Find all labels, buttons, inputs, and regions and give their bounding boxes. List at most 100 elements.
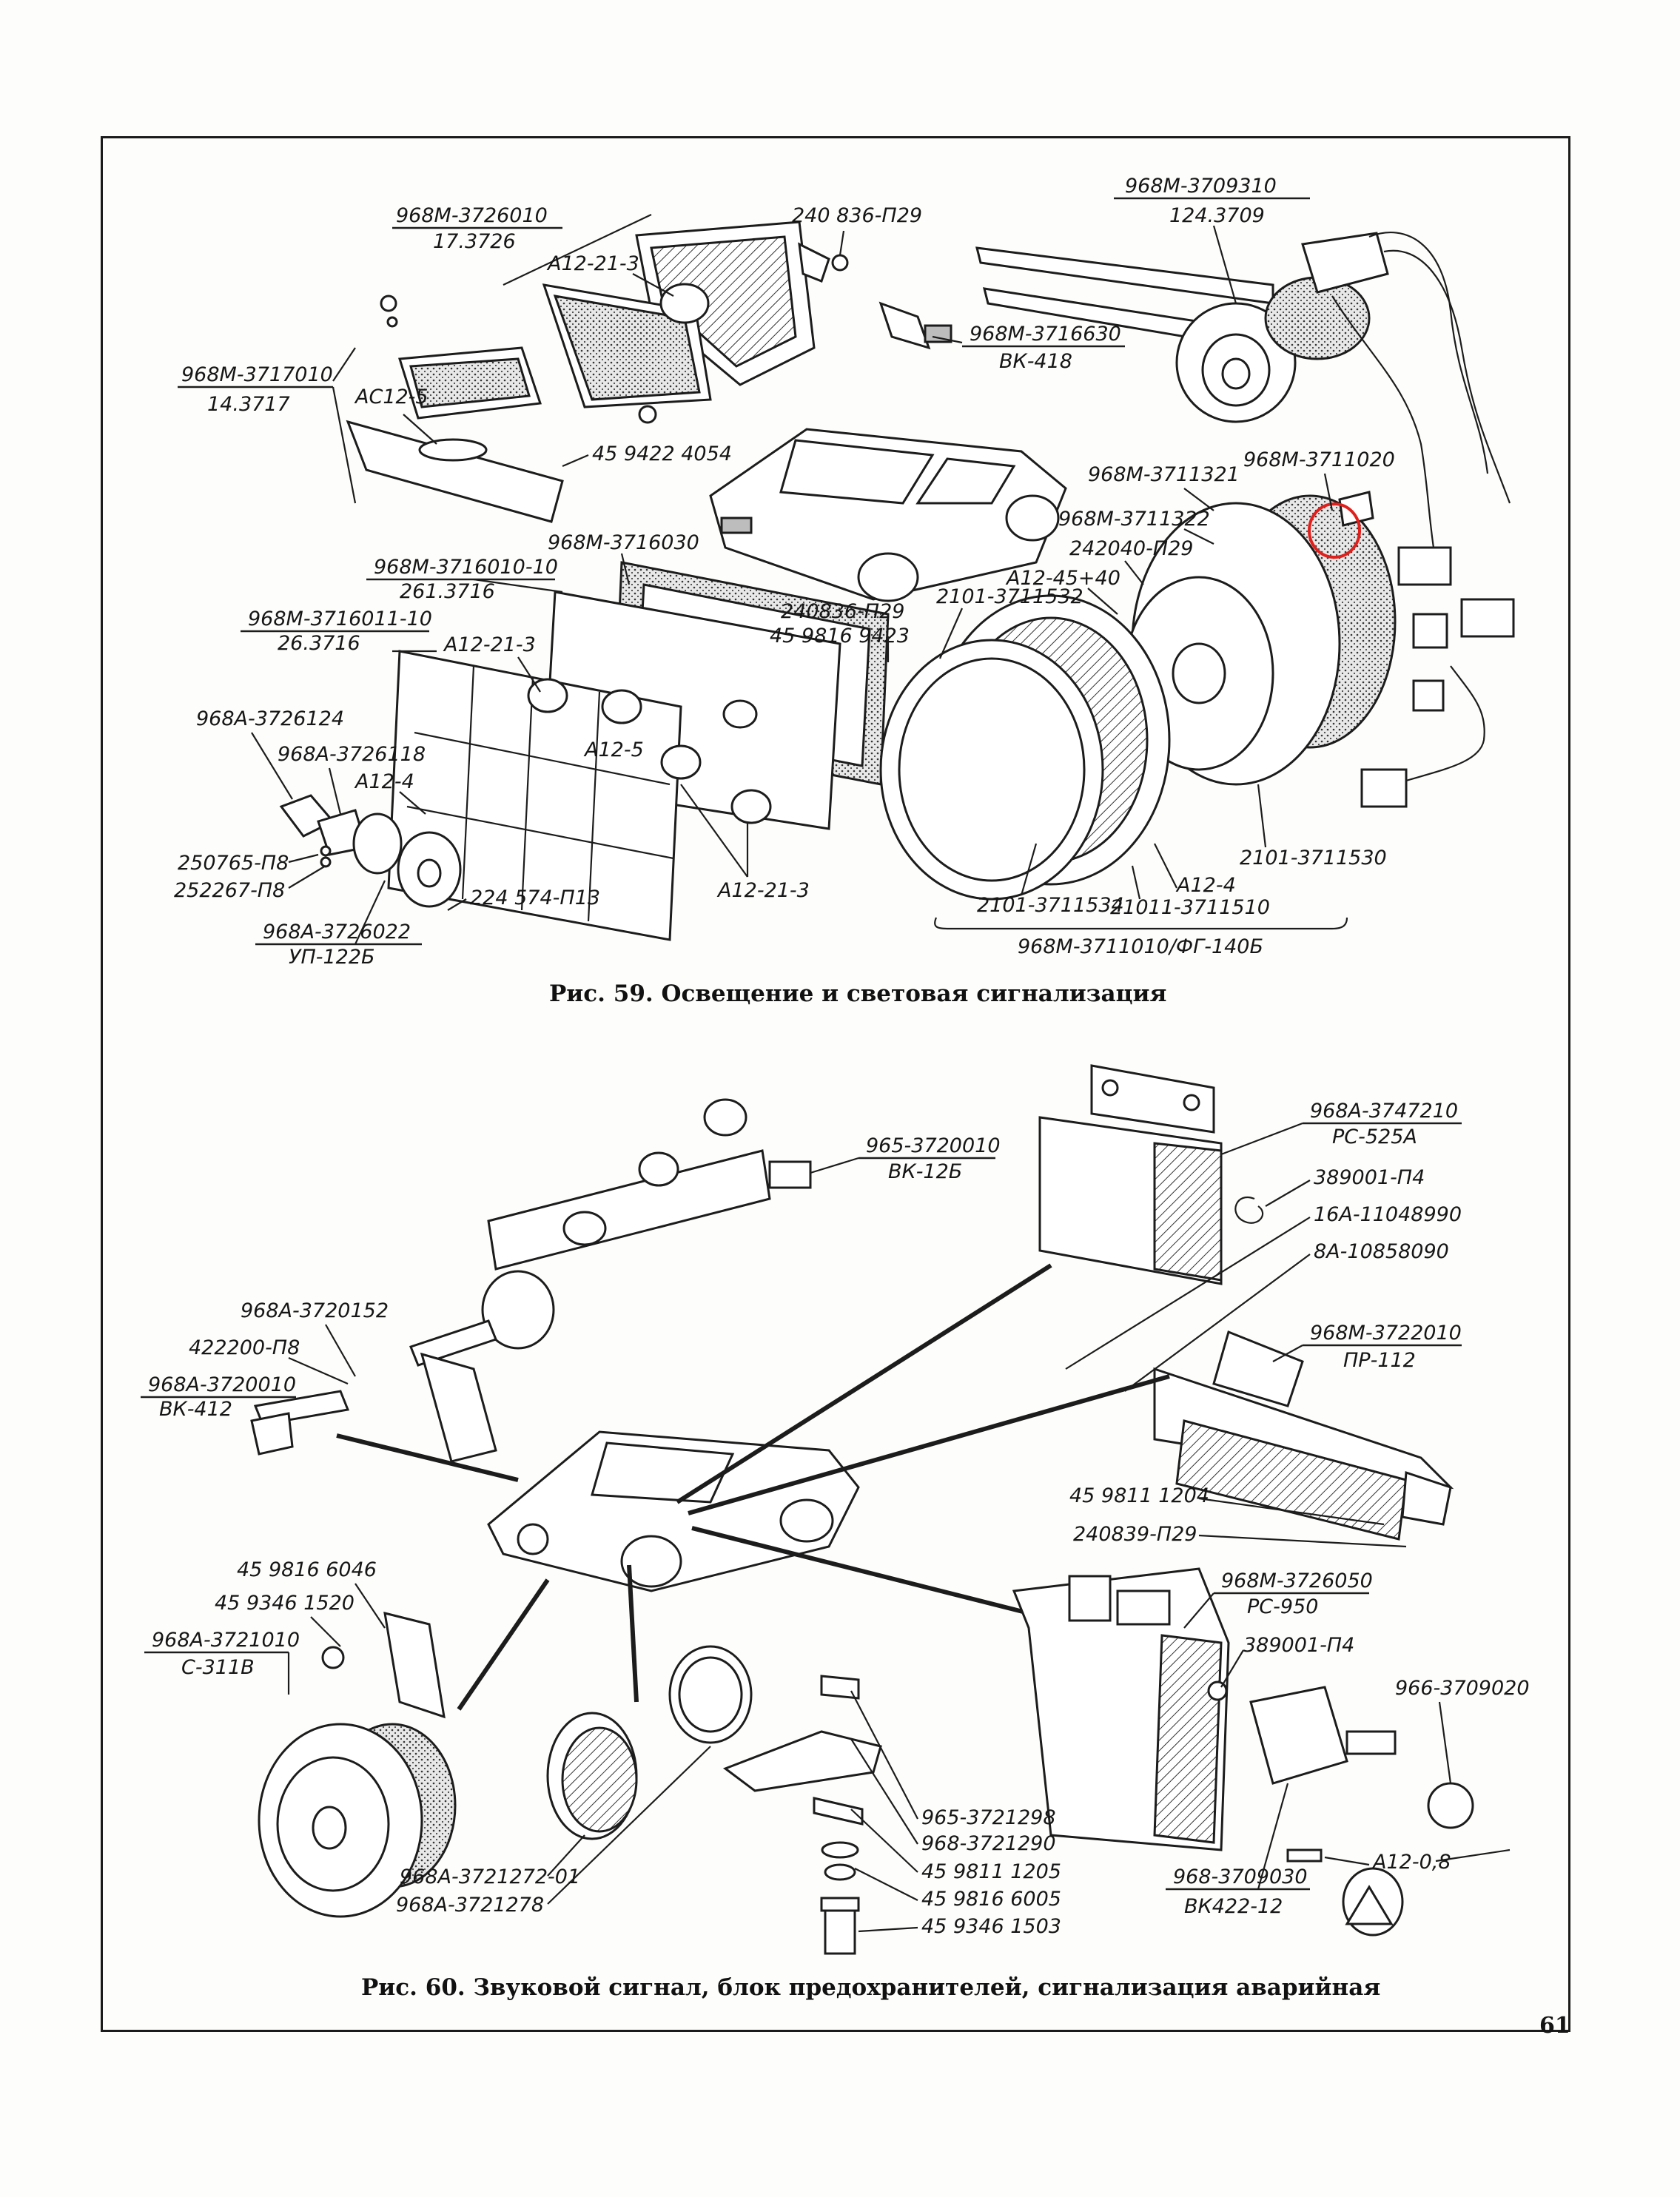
reverse-light-switch xyxy=(878,301,952,350)
label: 968А-3721272-01 xyxy=(400,1865,580,1888)
figure-60-caption: Рис. 60. Звуковой сигнал, блок предохран… xyxy=(361,1974,1381,2001)
label: С-311В xyxy=(181,1656,255,1679)
label: 965-3721298 xyxy=(921,1806,1056,1829)
label: 966-3709020 xyxy=(1395,1677,1530,1700)
label: 968М-3711010/ФГ-140Б xyxy=(1018,935,1263,958)
label: 45 9811 1205 xyxy=(921,1860,1061,1883)
label: 8А-10858090 xyxy=(1314,1240,1449,1263)
fig60-drawing xyxy=(250,1064,1474,1955)
label: 968-3721290 xyxy=(921,1832,1056,1855)
license-plate-lamp xyxy=(542,221,849,408)
fig59-drawing xyxy=(279,221,1515,941)
label: РС-525А xyxy=(1332,1126,1417,1148)
label: А12-21-3 xyxy=(716,879,810,902)
label: А12-0,8 xyxy=(1371,1851,1451,1874)
label: ВК422-12 xyxy=(1184,1895,1283,1918)
label: 968А-3721278 xyxy=(396,1894,544,1917)
label: 261.3716 xyxy=(400,580,495,603)
label: 968А-3726124 xyxy=(196,707,344,730)
label: 968М-3717010 xyxy=(181,363,333,386)
label: 45 9346 1503 xyxy=(921,1915,1061,1938)
label: А12-21-3 xyxy=(443,633,536,656)
label: 968А-3720010 xyxy=(148,1373,296,1396)
label: 2101-3711534 xyxy=(977,894,1124,917)
page-number: 61 xyxy=(1539,2013,1570,2039)
label: ПР-112 xyxy=(1343,1349,1416,1372)
label: 124.3709 xyxy=(1169,204,1265,227)
label: 2101-3711530 xyxy=(1240,847,1387,869)
label: А12-4 xyxy=(354,770,414,793)
fig60-labels: 965-3720010 ВК-12Б 968А-3747210 РС-525А … xyxy=(141,1100,1530,1938)
label: 26.3716 xyxy=(278,632,360,655)
label: 16А-11048990 xyxy=(1314,1203,1462,1226)
steering-column-switch xyxy=(975,231,1515,808)
label: 968М-3716011-10 xyxy=(248,608,432,630)
label: 17.3726 xyxy=(433,230,516,253)
label: 45 9816 9423 xyxy=(770,625,910,647)
label: 224 574-П13 xyxy=(470,886,600,909)
label: 14.3717 xyxy=(207,393,290,416)
label: 968М-3716630 xyxy=(970,323,1121,346)
label: 45 9422 4054 xyxy=(592,443,732,465)
label: 242040-П29 xyxy=(1069,537,1193,560)
label: 968-3709030 xyxy=(1173,1865,1308,1888)
label: А12-21-3 xyxy=(546,252,639,275)
label: 965-3720010 xyxy=(866,1134,1001,1157)
rear-light-cluster xyxy=(387,561,890,941)
label: 45 9811 1204 xyxy=(1069,1484,1209,1507)
label: 968А-3720152 xyxy=(241,1299,389,1322)
label: ВК-418 xyxy=(999,350,1072,373)
hazard-switch xyxy=(1249,1686,1474,1937)
fig59-labels: 968М-3726010 17.3726 240 836-П29 968М-37… xyxy=(174,175,1395,969)
label: 968М-3711322 xyxy=(1058,508,1210,531)
label: 45 9816 6046 xyxy=(237,1558,377,1581)
label: 968М-3716030 xyxy=(548,531,699,554)
car-illustration-fig60 xyxy=(487,1430,860,1592)
label: 968М-3711321 xyxy=(1088,463,1240,486)
label: 968А-3721010 xyxy=(152,1629,300,1652)
label: АС12-5 xyxy=(354,386,429,408)
figure-59-caption: Рис. 59. Освещение и световая сигнализац… xyxy=(549,980,1167,1007)
headlamp-assembly xyxy=(879,491,1397,901)
label: ВК-12Б xyxy=(888,1160,962,1183)
fuse-box xyxy=(1153,1330,1454,1541)
label: 422200-П8 xyxy=(189,1336,300,1359)
label: А12-4 xyxy=(1175,874,1236,897)
label: 968М-3709310 xyxy=(1125,175,1277,198)
label: 968М-3711020 xyxy=(1243,448,1395,471)
label: 389001-П4 xyxy=(1243,1634,1354,1657)
lamp-socket-assembly xyxy=(279,794,462,908)
label: 968М-3722010 xyxy=(1310,1322,1462,1345)
label: 21011-3711510 xyxy=(1110,896,1270,919)
label: 2101-3711532 xyxy=(936,585,1083,608)
label: 968М-3726010 xyxy=(396,204,548,227)
highlight-circle xyxy=(1308,502,1361,559)
label: 968А-3726118 xyxy=(278,743,426,766)
label: 240839-П29 xyxy=(1073,1523,1197,1546)
label: 968М-3716010-10 xyxy=(374,556,558,579)
label: УП-122Б xyxy=(289,946,375,969)
label: 250765-П8 xyxy=(178,852,289,875)
label: 968А-3726022 xyxy=(263,921,411,943)
label: ВК-412 xyxy=(159,1398,232,1421)
label: РС-950 xyxy=(1247,1595,1318,1618)
car-illustration-fig59 xyxy=(709,428,1067,602)
relay-module xyxy=(1012,1567,1230,1851)
label: 240 836-П29 xyxy=(792,204,922,227)
label: А12-5 xyxy=(583,738,644,761)
label: 45 9346 1520 xyxy=(215,1592,355,1615)
label: А12-45+40 xyxy=(1005,567,1120,590)
bracket-and-fasteners xyxy=(722,1675,882,1955)
label: 252267-П8 xyxy=(174,879,285,902)
label: 968М-3726050 xyxy=(1221,1569,1373,1592)
label: 240836-П29 xyxy=(781,600,904,623)
brake-master-cylinder xyxy=(250,1098,812,1463)
horn xyxy=(258,1611,457,1918)
label: 968А-3747210 xyxy=(1310,1100,1458,1123)
page-frame xyxy=(101,136,1570,2032)
label: 389001-П4 xyxy=(1314,1166,1425,1189)
label: 45 9816 6005 xyxy=(921,1888,1061,1911)
tail-lamp-small xyxy=(346,295,657,523)
horn-filter xyxy=(546,1645,753,1840)
